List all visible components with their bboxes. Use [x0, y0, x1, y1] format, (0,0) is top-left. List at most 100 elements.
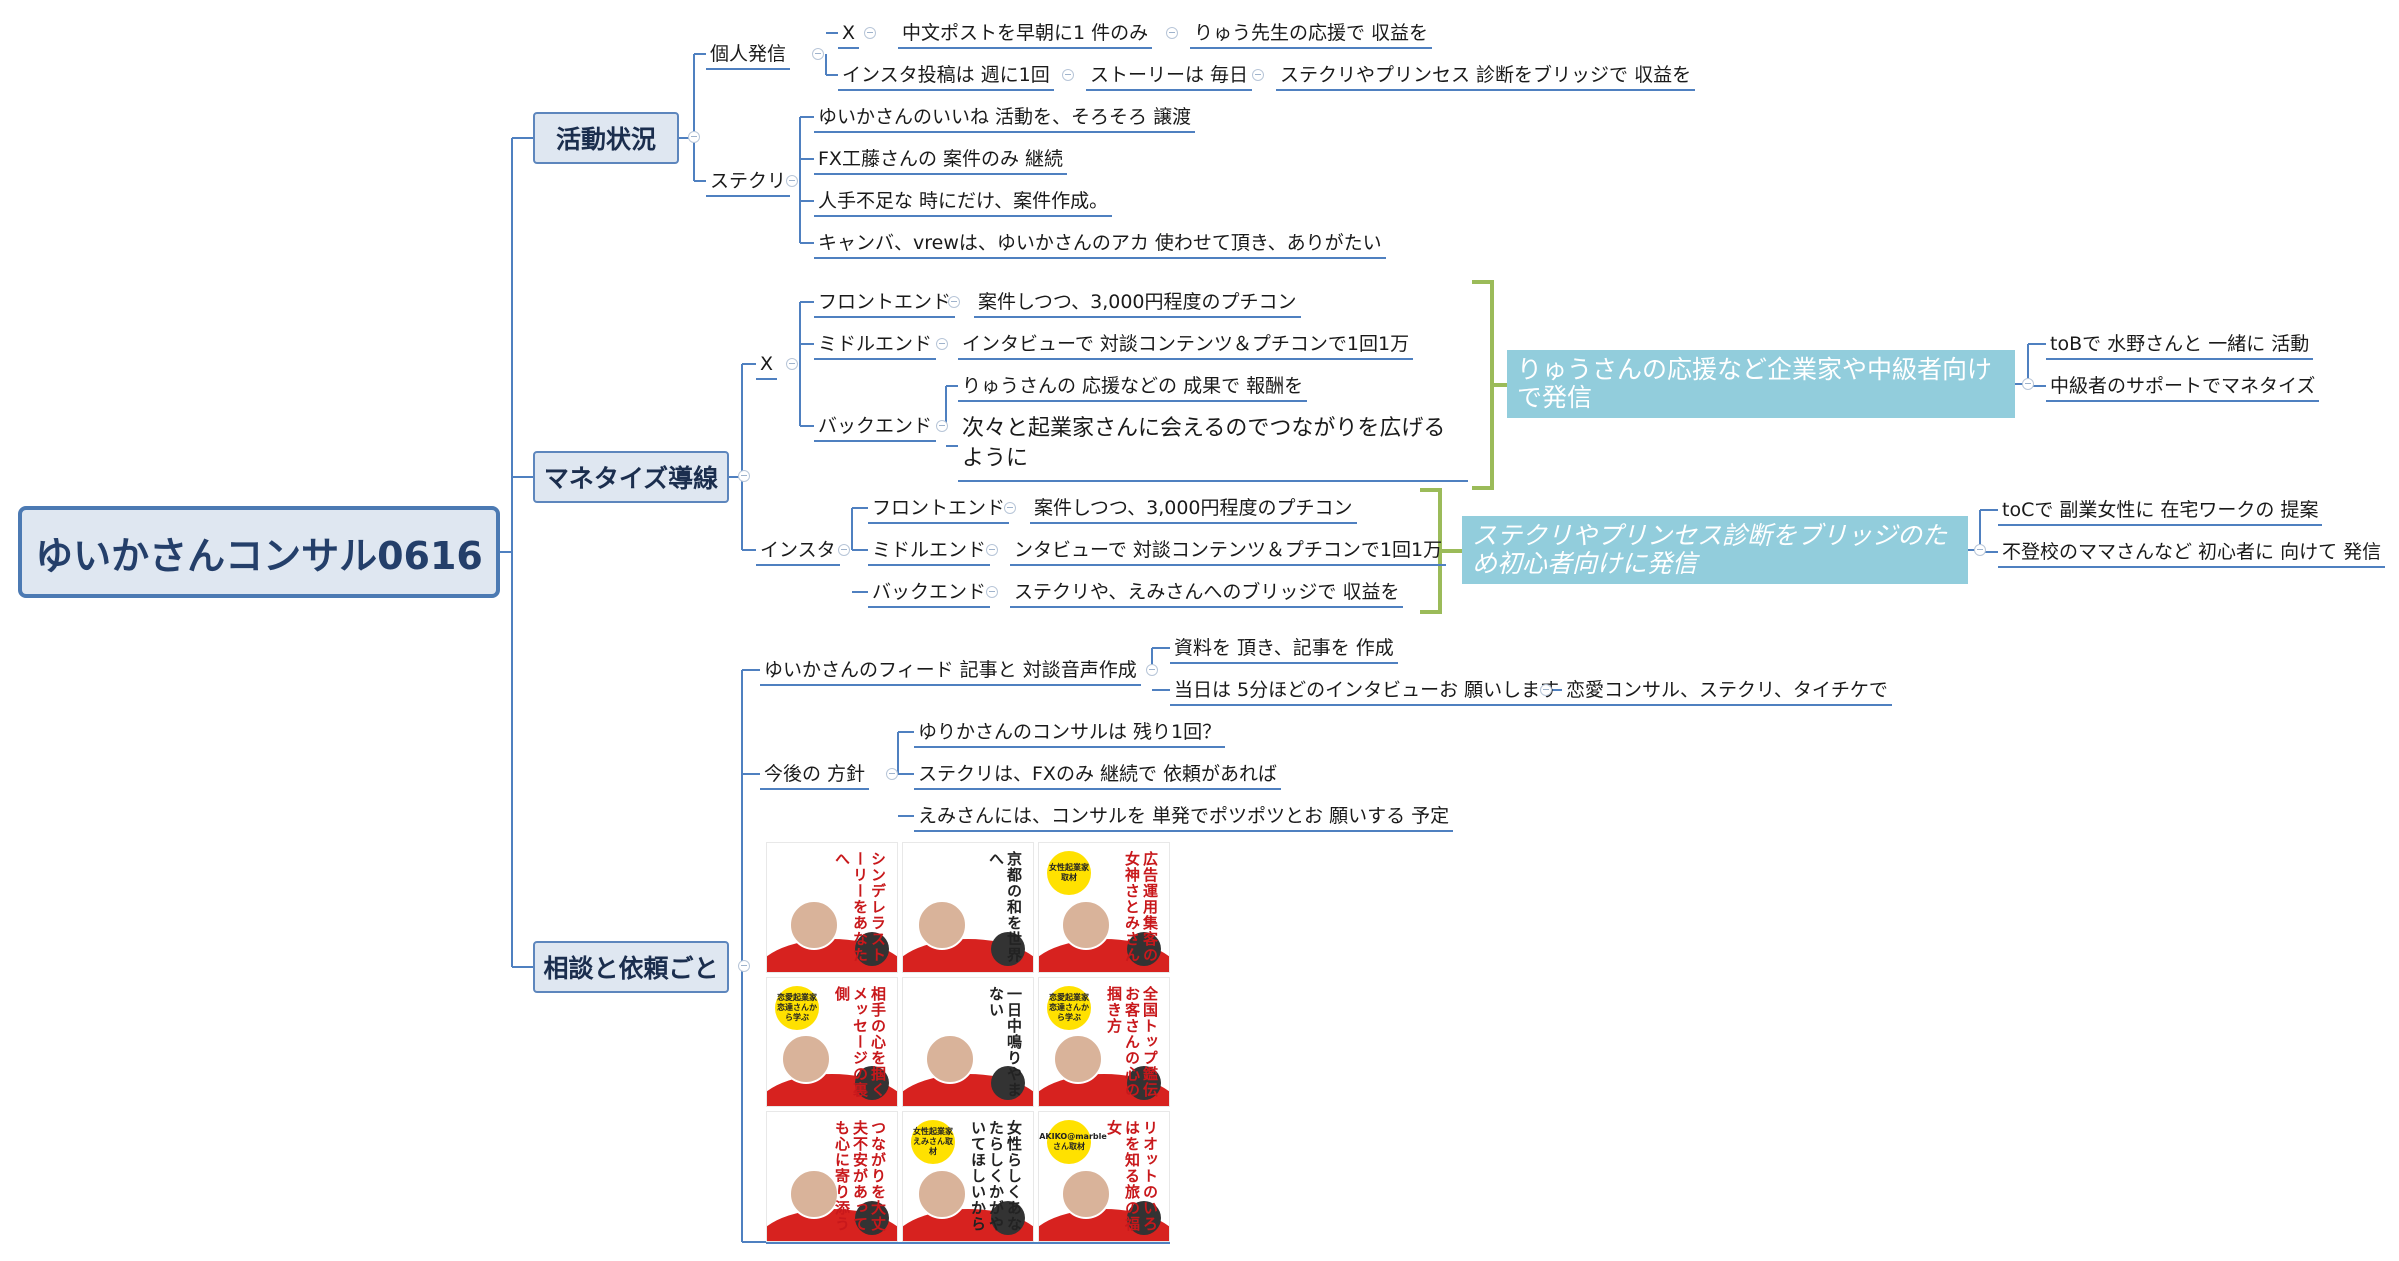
summary-insta-item-2[interactable]: 不登校のママさんなど 初心者に 向けて 発信 [1998, 538, 2386, 568]
collapse-toggle[interactable] [1062, 69, 1074, 81]
portrait-photo [789, 899, 839, 950]
topic-x-back-text-1[interactable]: りゅうさんの 応援などの 成果で 報酬を [958, 372, 1308, 402]
topic-insta-middle[interactable]: ミドルエンド [868, 536, 991, 566]
topic-stecri-item-3[interactable]: 人手不足な 時にだけ、案件作成。 [814, 187, 1113, 217]
portrait-photo [917, 1169, 967, 1219]
topic-policy-item-1[interactable]: ゆりかさんのコンサルは 残り1回？ [914, 718, 1226, 748]
topic-policy[interactable]: 今後の 方針 [760, 760, 870, 790]
topic-personal-x[interactable]: X [838, 19, 860, 49]
topic-insta-back[interactable]: バックエンド [868, 578, 991, 608]
portrait-photo [781, 1034, 831, 1085]
microphone-icon [991, 1066, 1025, 1101]
collapse-toggle[interactable] [1166, 27, 1178, 39]
thumbnail-title: 全国トップ鑑伝お客さんの心の掴き方 [1105, 985, 1159, 1098]
topic-x-back-text-2[interactable]: 次々と起業家さんに会えるのでつながりを広げるように [958, 406, 1468, 482]
collapse-toggle[interactable] [1146, 664, 1158, 676]
topic-policy-item-3[interactable]: えみさんには、コンサルを 単発でポツポツとお 願いする 予定 [914, 802, 1454, 832]
topic-feed[interactable]: ゆいかさんのフィード 記事と 対談音声作成 [760, 656, 1141, 686]
thumbnail-badge: 女性起業家取材 [1047, 851, 1091, 895]
branch-consult[interactable]: 相談と依頼ごと [533, 941, 729, 993]
connector [799, 301, 814, 427]
root-topic[interactable]: ゆいかさんコンサル0616 [18, 506, 500, 598]
topic-x-item-2[interactable]: りゅう先生の応援で 収益を [1190, 19, 1433, 49]
microphone-icon [855, 931, 889, 966]
topic-monetize-insta[interactable]: インスタ [756, 536, 840, 566]
collapse-toggle[interactable] [986, 586, 998, 598]
branch-activity[interactable]: 活動状況 [533, 112, 679, 164]
topic-x-front-text[interactable]: 案件しつつ、3,000円程度のプチコン [974, 288, 1301, 318]
collapse-toggle[interactable] [1540, 684, 1552, 696]
collapse-toggle[interactable] [786, 358, 798, 370]
collapse-toggle[interactable] [838, 544, 850, 556]
thumbnail-image-grid[interactable]: シンデレラストーリーをあなたへ京都の和を世界へ女性起業家取材広告運用集客の女神さ… [766, 842, 1170, 1244]
topic-feed-item-2[interactable]: 当日は 5分ほどのインタビューお 願いします [1170, 676, 1564, 706]
topic-insta-front[interactable]: フロントエンド [868, 494, 1010, 524]
topic-feed-item-1[interactable]: 資料を 頂き、記事を 作成 [1170, 634, 1398, 664]
thumbnail-tile: 恋愛起業家恋達さんから学ぶ全国トップ鑑伝お客さんの心の掴き方 [1038, 976, 1170, 1108]
summary-insta[interactable]: ステクリやプリンセス診断をブリッジのため初心者向けに発信 [1462, 516, 1968, 584]
topic-stecri-item-1[interactable]: ゆいかさんのいいね 活動を、そろそろ 譲渡 [814, 103, 1196, 133]
topic-insta-front-text[interactable]: 案件しつつ、3,000円程度のプチコン [1030, 494, 1357, 524]
portrait-photo [925, 1034, 975, 1085]
thumbnail-tile: 女性起業家えみさん取材女性らしくあなたらしくかがやいてほしいから [902, 1111, 1034, 1242]
collapse-toggle[interactable] [1004, 502, 1016, 514]
thumbnail-title: 広告運用集客の女神さとみさん [1123, 851, 1159, 963]
collapse-toggle[interactable] [812, 48, 824, 60]
thumbnail-tile: シンデレラストーリーをあなたへ [766, 842, 898, 973]
topic-insta-middle-text[interactable]: ンタビューで 対談コンテンツ＆プチコンで1回1万 [1010, 536, 1447, 566]
collapse-toggle[interactable] [986, 544, 998, 556]
collapse-toggle[interactable] [688, 131, 700, 143]
topic-monetize-x[interactable]: X [756, 350, 778, 380]
microphone-icon [855, 1201, 889, 1235]
thumbnail-tile: MAKIKO@marble さん取材リオットのいろはを知る旅の福女 [1038, 1111, 1170, 1242]
topic-insta-weekly[interactable]: インスタ投稿は 週に1回 [838, 61, 1054, 91]
topic-feed-sub[interactable]: 恋愛コンサル、ステクリ、タイチケで [1562, 676, 1892, 706]
topic-insta-back-text[interactable]: ステクリや、えみさんへのブリッジで 収益を [1010, 578, 1404, 608]
collapse-toggle[interactable] [786, 175, 798, 187]
portrait-photo [1053, 1034, 1103, 1085]
thumbnail-tile: 女性起業家取材広告運用集客の女神さとみさん [1038, 842, 1170, 973]
topic-stecri-item-2[interactable]: FX工藤さんの 案件のみ 継続 [814, 145, 1068, 175]
microphone-icon [991, 931, 1025, 966]
thumbnail-tile: 一日中鳴りやまない [902, 976, 1034, 1108]
summary-x-item-1[interactable]: toBで 水野さんと 一緒に 活動 [2046, 330, 2314, 360]
collapse-toggle[interactable] [864, 27, 876, 39]
collapse-toggle[interactable] [948, 296, 960, 308]
topic-x-item-1[interactable]: 中文ポストを早朝に1 件のみ [898, 19, 1153, 49]
thumbnail-badge: MAKIKO@marble さん取材 [1039, 1120, 1107, 1165]
collapse-toggle[interactable] [738, 960, 750, 972]
microphone-icon [991, 1201, 1025, 1235]
portrait-photo [917, 899, 967, 950]
collapse-toggle[interactable] [936, 420, 948, 432]
thumbnail-tile: 京都の和を世界へ [902, 842, 1034, 973]
topic-x-front[interactable]: フロントエンド [814, 288, 956, 318]
connector [825, 32, 838, 76]
collapse-toggle[interactable] [936, 338, 948, 350]
connector [945, 385, 958, 447]
collapse-toggle[interactable] [1974, 544, 1986, 556]
thumbnail-title: シンデレラストーリーをあなたへ [833, 851, 887, 963]
summary-insta-item-1[interactable]: toCで 副業女性に 在宅ワークの 提案 [1998, 496, 2323, 526]
connector [679, 53, 706, 182]
thumbnail-title: 一日中鳴りやまない [987, 985, 1023, 1098]
collapse-toggle[interactable] [1252, 69, 1264, 81]
topic-policy-item-2[interactable]: ステクリは、FXのみ 継続で 依頼があれば [914, 760, 1282, 790]
topic-stecri-item-4[interactable]: キャンバ、vrewは、ゆいかさんのアカ 使わせて頂き、ありがたい [814, 229, 1386, 259]
connector [500, 137, 533, 968]
branch-monetize[interactable]: マネタイズ導線 [533, 451, 729, 503]
topic-x-middle-text[interactable]: インタビューで 対談コンテンツ＆プチコンで1回1万 [958, 330, 1414, 360]
collapse-toggle[interactable] [886, 768, 898, 780]
summary-x-item-2[interactable]: 中級者のサポートでマネタイズ [2046, 372, 2320, 402]
topic-insta-bridge[interactable]: ステクリやプリンセス 診断をブリッジで 収益を [1276, 61, 1696, 91]
thumbnail-title: 相手の心を掴くメッセージの裏側 [833, 985, 887, 1098]
thumbnail-title: リオットのいろはを知る旅の福女 [1105, 1120, 1159, 1233]
topic-stecri[interactable]: ステクリ [706, 167, 791, 197]
connector [1472, 280, 1507, 490]
collapse-toggle[interactable] [2022, 378, 2034, 390]
topic-x-middle[interactable]: ミドルエンド [814, 330, 937, 360]
topic-personal[interactable]: 個人発信 [706, 40, 791, 70]
summary-x[interactable]: りゅうさんの応援など企業家や中級者向けで発信 [1507, 350, 2015, 418]
topic-insta-story[interactable]: ストーリーは 毎日 [1086, 61, 1253, 91]
collapse-toggle[interactable] [738, 470, 750, 482]
topic-x-back[interactable]: バックエンド [814, 412, 937, 442]
